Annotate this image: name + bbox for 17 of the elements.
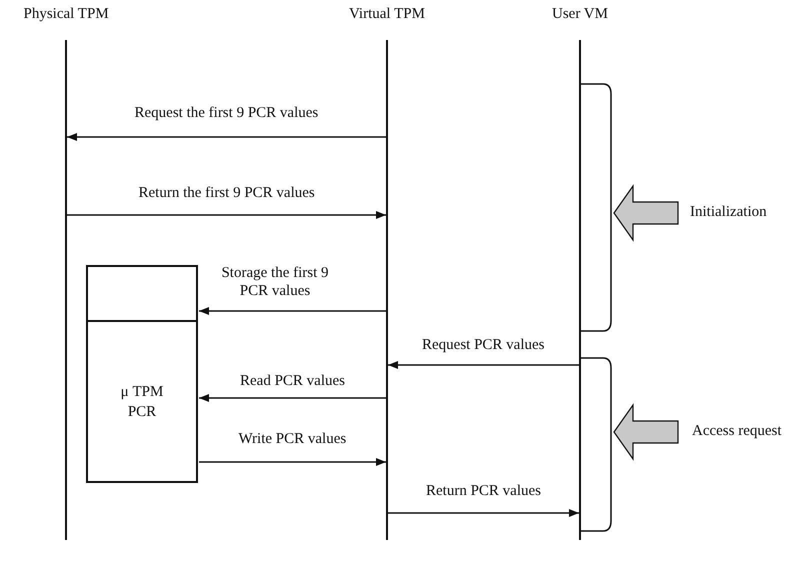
memory-box	[86, 265, 198, 322]
participant-label: Virtual TPM	[349, 6, 425, 23]
arrow	[388, 509, 579, 517]
participant-label: Physical TPM	[24, 6, 109, 23]
edge-label: Request the first 9 PCR values	[132, 104, 320, 122]
arrow	[388, 361, 579, 369]
arrow	[67, 133, 386, 141]
participant-label: User VM	[552, 6, 608, 23]
edge-label: Request PCR values	[420, 336, 546, 354]
arrow	[199, 458, 386, 466]
arrow	[199, 307, 386, 315]
phase-label: Initialization	[690, 204, 767, 221]
arrow	[199, 394, 386, 402]
phase-label: Access request	[692, 423, 782, 440]
arrow	[67, 211, 386, 219]
memory-box	[86, 320, 198, 483]
box-label: μ TPM PCR	[120, 382, 164, 422]
